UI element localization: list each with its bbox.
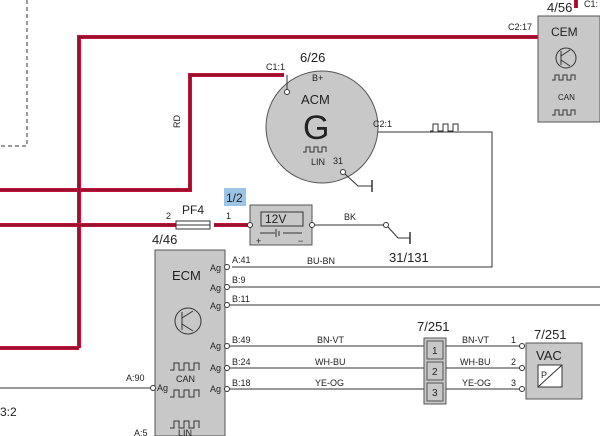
pulse-icon	[170, 362, 200, 371]
svg-text:P: P	[541, 370, 547, 380]
ecm-ref: 4/46	[152, 232, 177, 247]
a41-wire-color: BU-BN	[307, 256, 335, 266]
ecm-pin-row: Ag B:24 WH-BU	[210, 357, 424, 373]
svg-text:3: 3	[432, 388, 438, 399]
ecm-module: 4/46 ECM CAN LIN Ag A:41 Ag B:9 Ag B:11 …	[0, 232, 600, 436]
pulse-icon	[170, 389, 200, 398]
fuse-label: PF4	[182, 203, 204, 217]
acm-lin-label: LIN	[311, 157, 325, 167]
pulse-icon	[170, 420, 200, 429]
vac-ref: 7/251	[534, 327, 567, 342]
svg-text:B:9: B:9	[232, 275, 246, 285]
acm-letter: G	[303, 109, 329, 147]
pulse-icon	[552, 109, 576, 116]
ecm-pin-row: Ag B:11	[210, 294, 600, 311]
acm-pin-c21: C2:1	[373, 119, 392, 129]
svg-text:A:90: A:90	[126, 373, 145, 383]
pulse-icon	[430, 123, 459, 132]
cem-pin-c1: C1:	[584, 0, 598, 9]
lin-wire	[232, 131, 493, 268]
dashed-outline	[0, 0, 28, 147]
page-ref-left: 3:2	[0, 405, 17, 419]
ecm-can-label: CAN	[176, 374, 195, 384]
svg-text:BN-VT: BN-VT	[462, 335, 490, 345]
transistor-icon	[555, 47, 577, 69]
acm-name: ACM	[301, 92, 330, 107]
ecm-pin-row: Ag B:18 YE-OG	[210, 378, 424, 394]
svg-text:2: 2	[511, 357, 516, 367]
connector-7-251: 7/251 1 2 3	[417, 319, 522, 405]
highlight-label: 1/2	[226, 191, 243, 205]
svg-text:Ag: Ag	[157, 383, 168, 393]
svg-text:B:24: B:24	[232, 357, 251, 367]
fuse-pf4: PF4 2 1 1/2	[166, 188, 246, 230]
cem-pin-c217: C2:17	[508, 22, 532, 32]
ecm-left-pin: A:90 Ag	[0, 373, 168, 393]
svg-text:Ag: Ag	[210, 301, 221, 311]
svg-text:BN-VT: BN-VT	[317, 335, 345, 345]
svg-text:3: 3	[511, 378, 516, 388]
battery-minus: −	[298, 236, 303, 246]
svg-text:YE-OG: YE-OG	[315, 378, 344, 388]
acm-ref: 6/26	[300, 50, 325, 65]
pulse-icon	[552, 74, 576, 81]
cem-can-label: CAN	[558, 93, 575, 102]
ecm-pin-row: Ag A:41	[210, 255, 251, 273]
cem-name: CEM	[551, 25, 578, 39]
svg-text:B:11: B:11	[232, 294, 250, 304]
transistor-icon	[174, 307, 202, 335]
svg-text:Ag: Ag	[210, 384, 221, 394]
ecm-name: ECM	[172, 268, 201, 283]
svg-text:B:49: B:49	[232, 335, 251, 345]
acm-pin-31: 31	[333, 156, 343, 166]
svg-text:1: 1	[432, 346, 438, 357]
fuse-pin1: 1	[226, 211, 231, 221]
svg-text:WH-BU: WH-BU	[315, 357, 346, 367]
svg-text:B:18: B:18	[232, 378, 251, 388]
acm-bplus: B+	[312, 73, 323, 83]
acm-generator: 6/26 C1:1 B+ ACM G C2:1 LIN 31	[265, 50, 392, 192]
ecm-left-pin: A:5	[134, 428, 148, 436]
svg-text:1: 1	[511, 335, 516, 345]
battery-ground-label: 31/131	[389, 250, 429, 265]
connector-ref: 7/251	[417, 319, 450, 334]
rd-wire-label: RD	[172, 115, 182, 128]
svg-text:Ag: Ag	[210, 341, 221, 351]
svg-text:WH-BU: WH-BU	[460, 357, 491, 367]
svg-text:Ag: Ag	[210, 283, 221, 293]
power-wires	[0, 0, 578, 350]
svg-text:Ag: Ag	[210, 263, 221, 273]
ecm-pin-row: Ag B:9	[210, 275, 600, 293]
svg-text:A:5: A:5	[134, 428, 148, 436]
svg-text:A:41: A:41	[232, 255, 251, 265]
vac-sensor: 7/251 VAC P BN-VT WH-BU YE-OG 1 2 3	[460, 327, 583, 400]
battery-wire-color: BK	[344, 212, 356, 222]
cem-module: 4/56 CEM C2:17 C1: CAN	[508, 0, 600, 123]
vac-name: VAC	[536, 348, 562, 363]
ecm-pin-row: Ag B:49 BN-VT	[210, 335, 424, 351]
svg-text:2: 2	[432, 367, 438, 378]
battery: 12V + − BK 31/131	[247, 204, 429, 265]
cem-ref: 4/56	[547, 0, 572, 15]
svg-text:YE-OG: YE-OG	[462, 378, 491, 388]
battery-plus: +	[256, 236, 261, 246]
ecm-lin-label: LIN	[178, 428, 192, 436]
pulse-icon	[303, 146, 327, 153]
fuse-pin2: 2	[166, 211, 171, 221]
acm-pin-c11: C1:1	[266, 62, 285, 72]
svg-text:Ag: Ag	[210, 363, 221, 373]
battery-voltage: 12V	[265, 212, 286, 226]
